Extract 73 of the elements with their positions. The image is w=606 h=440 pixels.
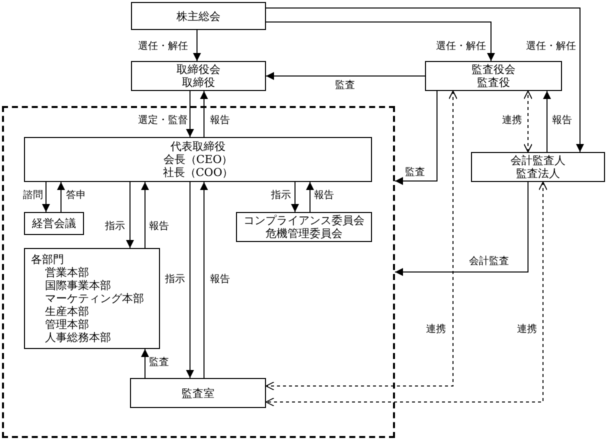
org-box [131, 61, 266, 91]
edge-label: 監査 [148, 357, 170, 369]
arrow [266, 182, 548, 406]
org-box [471, 152, 605, 182]
arrow [266, 72, 426, 80]
edge-label: 監査 [404, 167, 426, 179]
list-item: 営業本部 [44, 266, 89, 279]
arrow [306, 182, 314, 212]
box-text: 社長（COO） [162, 166, 234, 179]
arrow [266, 90, 458, 390]
box-text: 監査役会 [472, 63, 516, 76]
edge-label: 報告 [148, 221, 170, 233]
edge-label: 報告 [209, 274, 231, 286]
box-text: 会長（CEO） [163, 153, 233, 166]
arrow [186, 182, 194, 378]
box-text: 監査法人 [516, 167, 560, 180]
box-text: 監査役 [477, 76, 510, 89]
list-item: 管理本部 [44, 318, 89, 331]
edge-label: 報告 [313, 190, 335, 202]
edge-label: 指示 [104, 221, 126, 233]
edge-label: 監査 [334, 80, 356, 92]
list-heading: 各部門 [31, 253, 64, 266]
arrow [141, 348, 149, 378]
arrow [394, 90, 438, 185]
arrow [524, 90, 532, 152]
arrow [266, 22, 495, 62]
list-item: 国際事業本部 [44, 279, 111, 292]
list-item: 人事総務本部 [44, 331, 111, 344]
box-text: 監査室 [182, 386, 214, 400]
box-text: 会計監査人 [510, 154, 566, 167]
org-box [130, 378, 266, 408]
arrow [200, 182, 208, 378]
arrow [193, 30, 201, 62]
list-item: マーケティング本部 [44, 292, 144, 305]
dashed-group-box [2, 106, 395, 438]
box-text: 株主総会 [176, 10, 220, 22]
arrow [266, 8, 584, 152]
edge-label: 選任・解任 [137, 41, 189, 53]
edge-label: 指示 [164, 274, 186, 286]
org-box [236, 212, 372, 242]
box-text: 代表取締役 [170, 140, 226, 153]
arrow [186, 90, 194, 138]
arrow [42, 182, 50, 212]
arrow [394, 182, 528, 276]
edge-label: 連携 [516, 324, 538, 336]
org-box [131, 2, 266, 30]
edge-label: 連携 [501, 115, 523, 127]
edge-label: 諮問 [22, 190, 44, 202]
arrow [200, 90, 208, 138]
edge-label: 選任・解任 [525, 41, 577, 53]
list-item: 生産本部 [44, 305, 89, 318]
arrow [291, 182, 299, 212]
edge-label: 会計監査 [468, 256, 510, 268]
box-text: 取締役 [182, 76, 215, 89]
org-box [24, 248, 160, 349]
edge-label: 報告 [551, 115, 573, 127]
org-box [24, 137, 372, 182]
edge-label: 答申 [65, 190, 87, 202]
edge-label: 指示 [270, 190, 292, 202]
edge-label: 報告 [209, 115, 231, 127]
box-text: 取締役会 [176, 63, 220, 76]
arrow [141, 182, 149, 248]
box-text: 経営会議 [32, 217, 76, 230]
org-box [24, 212, 84, 235]
arrow [126, 182, 134, 248]
box-text: 危機管理委員会 [266, 227, 342, 240]
edge-label: 選任・解任 [435, 41, 487, 53]
arrow [57, 182, 65, 212]
arrow [543, 90, 551, 152]
edge-label: 選定・監督 [137, 115, 189, 127]
box-text: コンプライアンス委員会 [244, 214, 364, 227]
org-box [425, 61, 562, 91]
edge-label: 連携 [425, 324, 447, 336]
